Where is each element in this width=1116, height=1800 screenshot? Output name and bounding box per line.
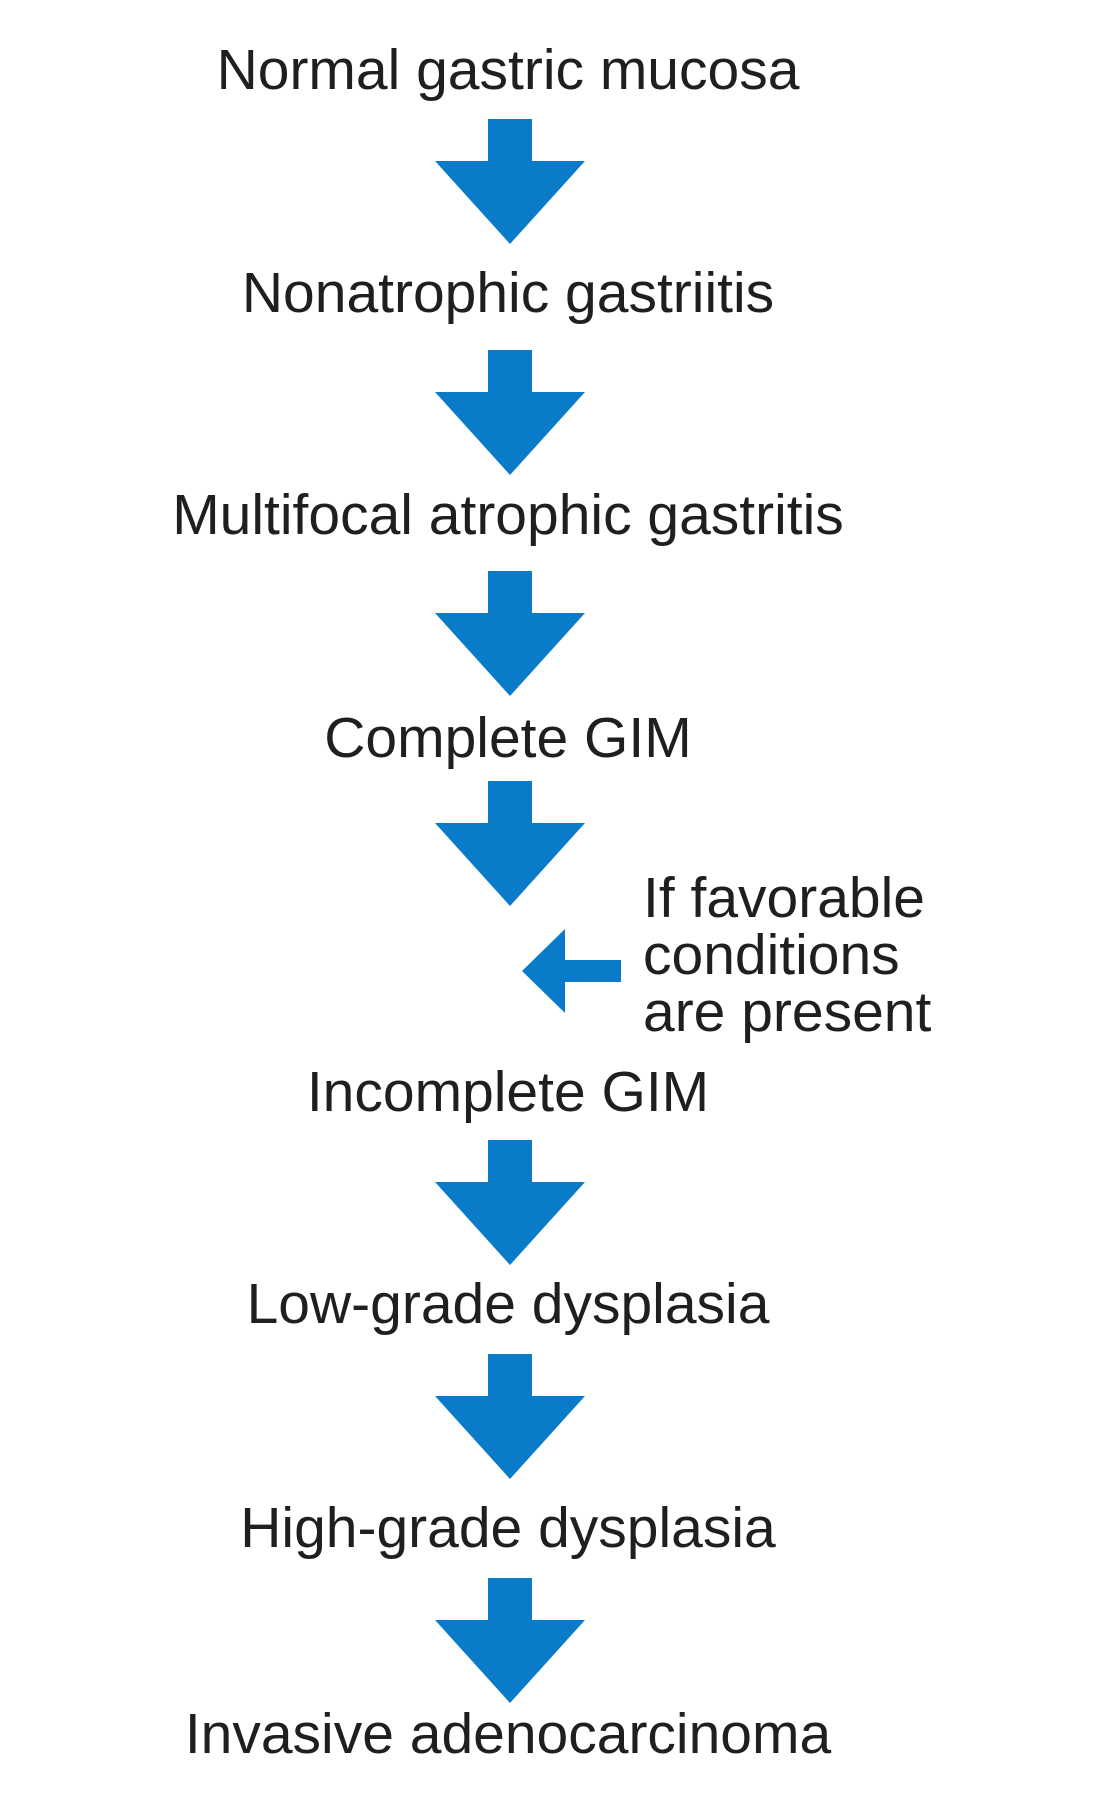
step-complete-gim: Complete GIM [324,706,692,770]
step-multifocal-atrophic-gastritis: Multifocal atrophic gastritis [172,483,844,547]
down-arrow-icon [435,1354,585,1479]
step-normal-gastric-mucosa: Normal gastric mucosa [216,38,800,102]
step-low-grade-dysplasia: Low-grade dysplasia [246,1272,770,1336]
down-arrow-icon [435,119,585,244]
down-arrow-icon [435,1140,585,1265]
left-arrow-icon [522,929,621,1013]
step-invasive-adenocarcinoma: Invasive adenocarcinoma [184,1702,832,1766]
down-arrow-icon [435,1578,585,1703]
step-nonatrophic-gastritis: Nonatrophic gastriitis [241,261,775,325]
favorable-conditions-note: If favorable conditions are present [643,866,932,1044]
step-high-grade-dysplasia: High-grade dysplasia [240,1496,776,1560]
step-incomplete-gim: Incomplete GIM [306,1060,710,1124]
down-arrow-icon [435,781,585,906]
down-arrow-icon [435,350,585,475]
down-arrow-icon [435,571,585,696]
